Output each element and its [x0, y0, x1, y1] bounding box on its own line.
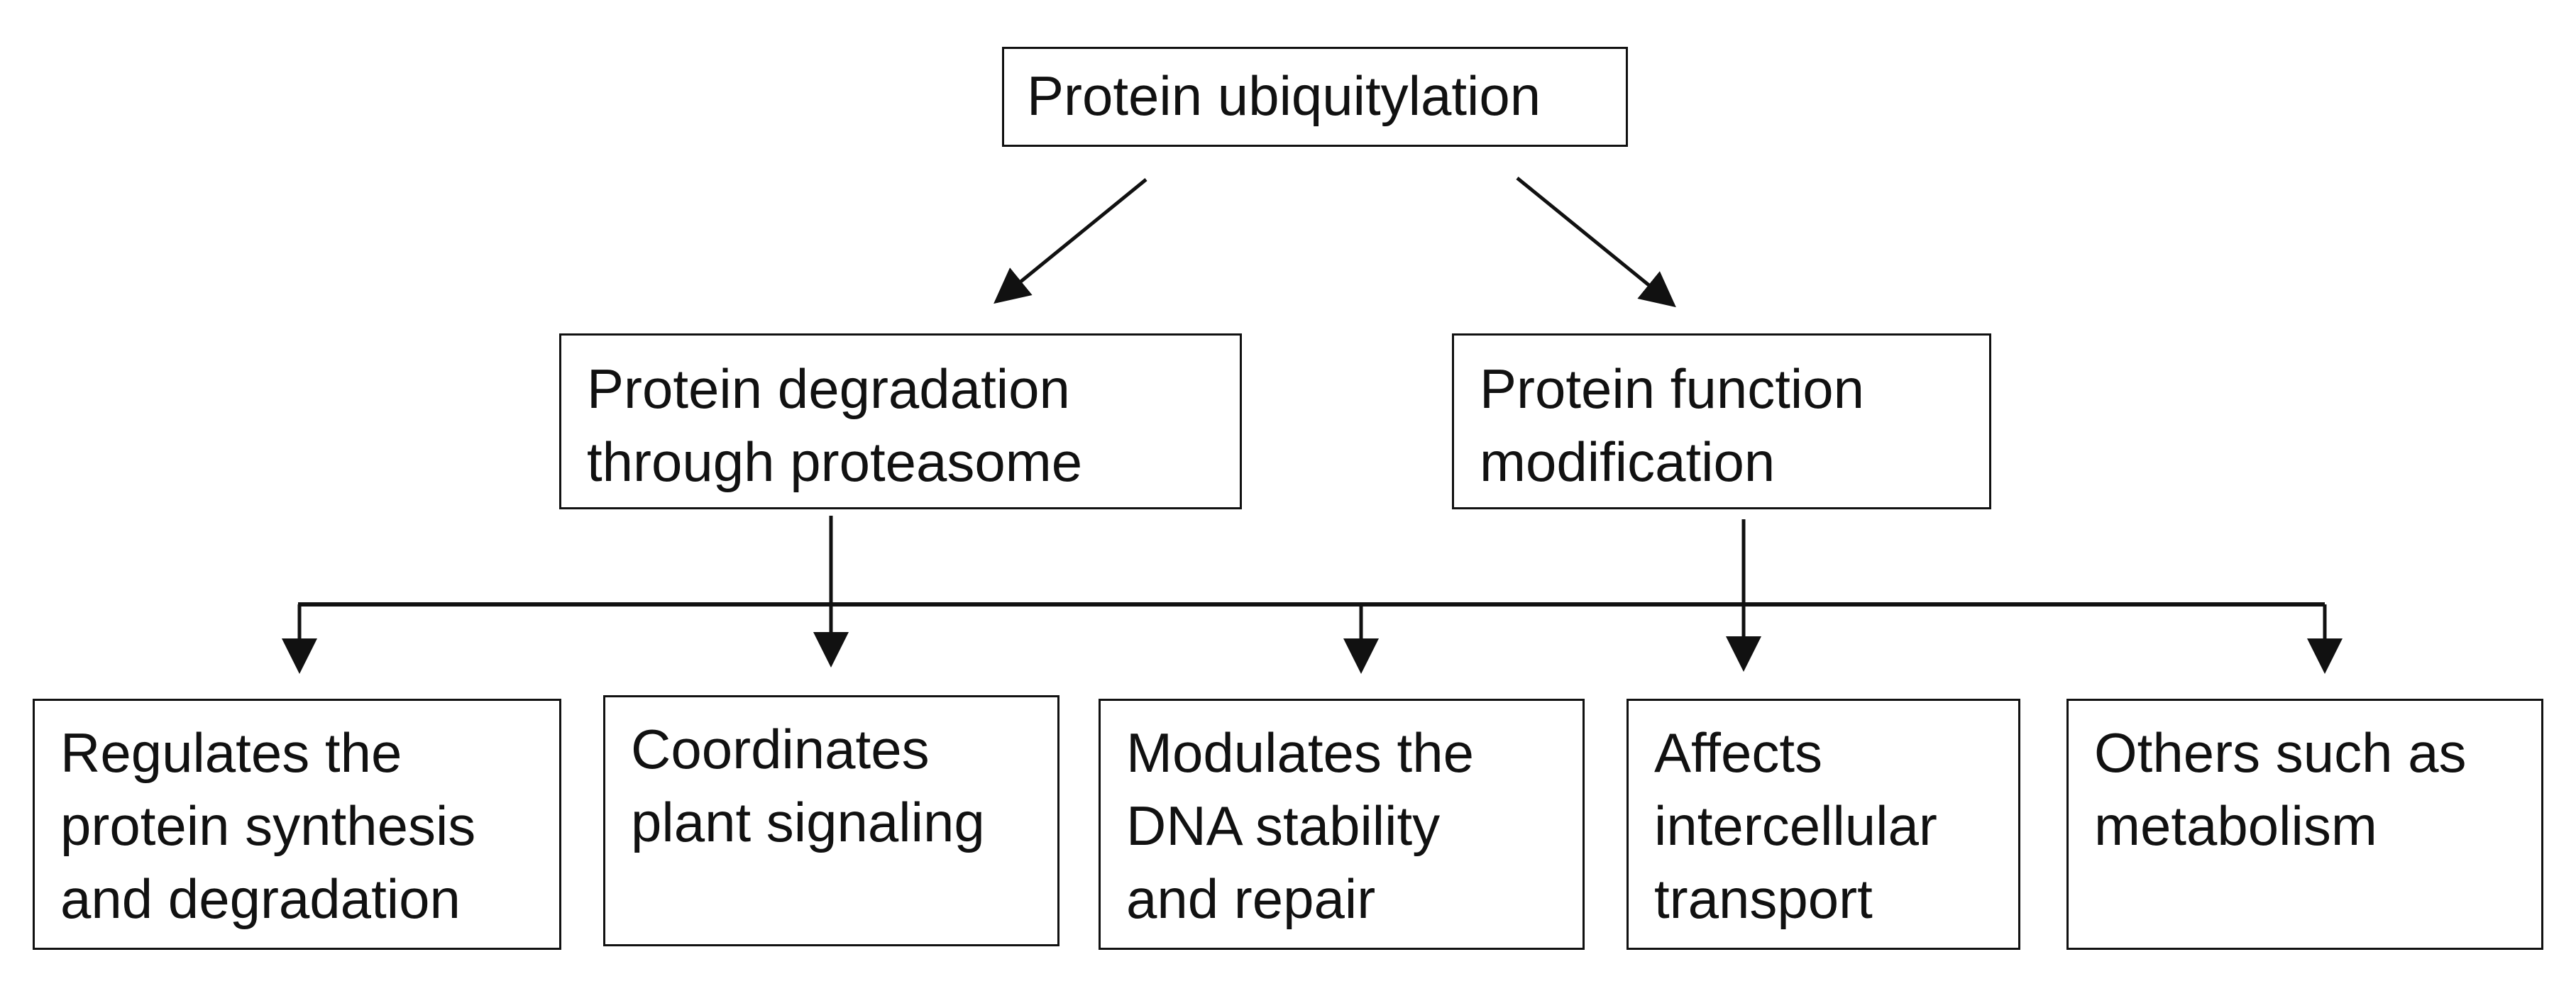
branch-node-protein-degradation: Protein degradation through proteasome — [559, 333, 1242, 509]
outcome-node-protein-synthesis: Regulates the protein synthesis and degr… — [33, 699, 561, 950]
outcome-node-metabolism: Others such as metabolism — [2066, 699, 2543, 950]
branch-node-protein-function-modification: Protein function modification — [1452, 333, 1991, 509]
arrow-root-to-function — [1516, 177, 1676, 308]
arrow-root-to-degradation — [993, 178, 1147, 304]
outcome-node-dna-stability: Modulates the DNA stability and repair — [1099, 699, 1585, 950]
root-node-protein-ubiquitylation: Protein ubiquitylation — [1002, 47, 1628, 147]
outcome-node-plant-signaling: Coordinates plant signaling — [603, 695, 1059, 946]
outcome-node-intercellular-transport: Affects intercellular transport — [1626, 699, 2020, 950]
